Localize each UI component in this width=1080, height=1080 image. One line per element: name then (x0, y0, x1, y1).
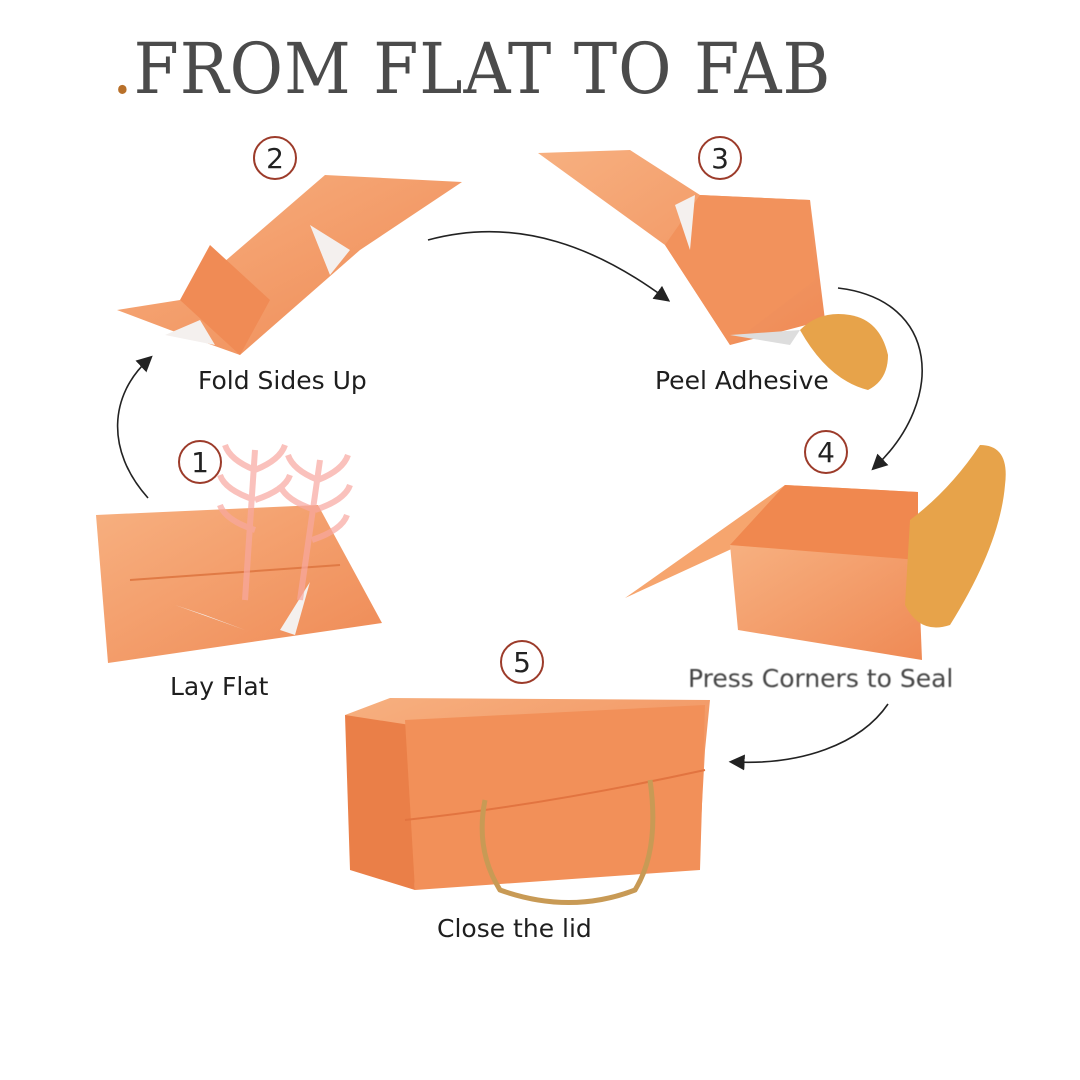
title-text: FROM FLAT TO FAB (133, 28, 832, 110)
rope-handle (479, 779, 656, 905)
arrow-4-to-5 (728, 703, 889, 771)
fold-sides-box-image (117, 175, 462, 355)
step-2-badge: 2 (253, 136, 297, 180)
flat-box-image (96, 443, 382, 663)
hand-image (905, 445, 1006, 628)
peel-adhesive-box-image (538, 150, 888, 390)
step-3-label: Peel Adhesive (655, 366, 829, 395)
closed-box-image (345, 698, 710, 905)
arrow-2-to-3 (427, 230, 671, 302)
step-1-badge: 1 (178, 440, 222, 484)
step-1-label: Lay Flat (170, 672, 269, 701)
hand-image (800, 314, 888, 390)
page-title: .FROM FLAT TO FAB (112, 28, 831, 110)
step-2-label: Fold Sides Up (198, 366, 367, 395)
open-box-image (625, 445, 1006, 660)
title-dot: . (112, 28, 134, 110)
step-3-badge: 3 (698, 136, 742, 180)
arrow-1-to-2 (116, 355, 153, 499)
step-5-label: Close the lid (437, 914, 592, 943)
arrow-3-to-4 (837, 287, 923, 471)
step-4-badge: 4 (804, 430, 848, 474)
step-5-badge: 5 (500, 640, 544, 684)
step-4-label: Press Corners to Seal (688, 664, 954, 693)
wheat-watermark (217, 443, 353, 601)
